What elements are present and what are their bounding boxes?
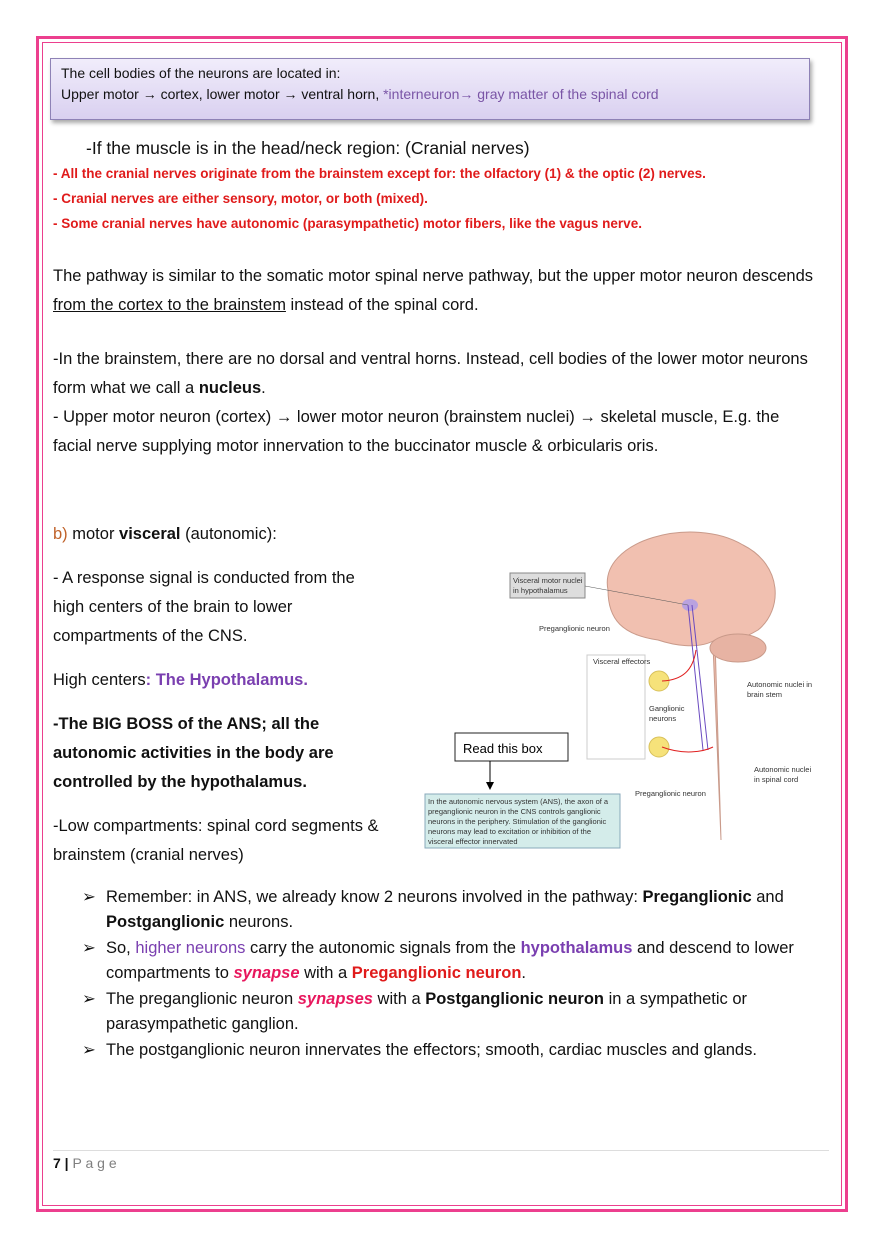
underlined-text: from the cortex to the brainstem [53, 296, 286, 314]
text: The pathway is similar to the somatic mo… [53, 267, 813, 285]
visceral-effectors-panel [586, 654, 646, 760]
bullet-item: ➢ The postganglionic neuron innervates th… [82, 1038, 832, 1063]
callout-line-1: The cell bodies of the neurons are locat… [61, 65, 341, 81]
ans-figure: Visceral motor nuclei in hypothalamus Pr… [403, 520, 830, 880]
text: . [521, 964, 526, 982]
bold-text: Postganglionic neuron [425, 990, 604, 1008]
ans-diagram: Visceral motor nuclei in hypothalamus Pr… [424, 531, 812, 849]
label-spinal: Autonomic nuclei [754, 765, 811, 774]
text: . [261, 379, 266, 397]
page-number: 7 [53, 1155, 61, 1171]
caption-line: visceral effector innervated [428, 837, 518, 846]
bold-text: Postganglionic [106, 913, 225, 931]
visceral-p4: -Low compartments: spinal cord segments … [53, 817, 379, 864]
label-hypothalamus: Visceral motor nuclei [513, 576, 583, 585]
visceral-heading: b) motor visceral (autonomic): [53, 520, 277, 549]
visceral-p1: - A response signal is conducted from th… [53, 569, 355, 645]
text: instead of the spinal cord. [285, 296, 479, 314]
arrow-bullet-icon: ➢ [82, 888, 96, 906]
label-brainstem: Autonomic nuclei in [747, 680, 812, 689]
label-visceral-effectors: Visceral effectors [593, 657, 650, 666]
text: with a [299, 964, 352, 982]
text: carry the autonomic signals from the [245, 939, 521, 957]
bullet-item: ➢ So, higher neurons carry the autonomic … [82, 936, 832, 986]
cranial-note-2: - Cranial nerves are either sensory, mot… [53, 191, 428, 206]
bullet-item: ➢ The preganglionic neuron synapses with … [82, 987, 832, 1037]
callout-box: The cell bodies of the neurons are locat… [50, 58, 810, 120]
bold-text: visceral [119, 525, 181, 543]
text: So, [106, 939, 136, 957]
pink-italic-text: synapse [233, 964, 300, 982]
callout-line-2: Upper motor → cortex, lower motor → vent… [61, 84, 799, 105]
caption-line: In the autonomic nervous system (ANS), t… [428, 797, 609, 806]
caption-line: preganglionic neuron in the CNS controls… [428, 807, 601, 816]
text: The postganglionic neuron innervates the… [106, 1041, 757, 1059]
page-border [36, 36, 848, 1212]
arrow-bullet-icon: ➢ [82, 939, 96, 957]
purple-bold-text: hypothalamus [520, 939, 633, 957]
section-letter: b) [53, 525, 68, 543]
label-hypothalamus: in hypothalamus [513, 586, 568, 595]
text: neurons. [224, 913, 294, 931]
purple-text: higher neurons [135, 939, 246, 957]
cranial-note-3: - Some cranial nerves have autonomic (pa… [53, 216, 642, 231]
page-label: P a g e [72, 1155, 117, 1171]
label-preganglionic: Preganglionic neuron [539, 624, 610, 633]
label-ganglionic: Ganglionic [649, 704, 685, 713]
arrow-bullet-icon: ➢ [82, 1041, 96, 1059]
text: in a sympathetic or parasympathetic gang… [106, 990, 748, 1033]
visceral-p3: -The BIG BOSS of the ANS; all the autono… [53, 715, 334, 791]
text: The preganglionic neuron [106, 990, 298, 1008]
brainstem-paragraph: -In the brainstem, there are no dorsal a… [53, 345, 823, 403]
arrow-bullet-icon: ➢ [82, 990, 96, 1008]
text: motor [67, 525, 120, 543]
label-brainstem: brain stem [747, 690, 782, 699]
callout-text: Upper motor → cortex, lower motor → vent… [61, 86, 384, 102]
text: -In the brainstem, there are no dorsal a… [53, 350, 808, 397]
text: with a [372, 990, 426, 1008]
text: and [751, 888, 784, 906]
text: (autonomic): [180, 525, 277, 543]
bold-text: Preganglionic [642, 888, 752, 906]
caption-line: neurons in the periphery. Stimulation of… [428, 817, 607, 826]
label-ganglionic: neurons [649, 714, 676, 723]
visceral-p2: High centers: The Hypothalamus. [53, 666, 308, 695]
page-footer: 7 | P a g e [53, 1150, 829, 1171]
cranial-heading: -If the muscle is in the head/neck regio… [86, 138, 530, 158]
text: and descend to lower compartments to [106, 939, 794, 982]
pink-italic-text: synapses [297, 990, 373, 1008]
read-this-box [454, 732, 569, 762]
bullet-item: ➢ Remember: in ANS, we already know 2 neu… [82, 885, 832, 935]
text: Remember: in ANS, we already know 2 neur… [106, 888, 643, 906]
hypothalamus-text: : The Hypothalamus. [145, 671, 308, 689]
callout-interneuron: *interneuron→ gray matter of the spinal … [383, 86, 659, 102]
pathway-paragraph: The pathway is similar to the somatic mo… [53, 262, 823, 320]
read-box-label: Read this box [463, 741, 543, 756]
label-spinal: in spinal cord [754, 775, 798, 784]
brainstem-example: - Upper motor neuron (cortex) → lower mo… [53, 408, 780, 455]
bold-nucleus: nucleus [198, 379, 262, 397]
page-border-inner [42, 42, 842, 1206]
separator: | [60, 1155, 73, 1171]
label-preganglionic-2: Preganglionic neuron [635, 789, 706, 798]
caption-line: neurons may lead to excitation or inhibi… [428, 827, 591, 836]
text: High centers [53, 671, 146, 689]
cranial-note-1: - All the cranial nerves originate from … [53, 166, 706, 181]
red-bold-text: Preganglionic neuron [351, 964, 522, 982]
